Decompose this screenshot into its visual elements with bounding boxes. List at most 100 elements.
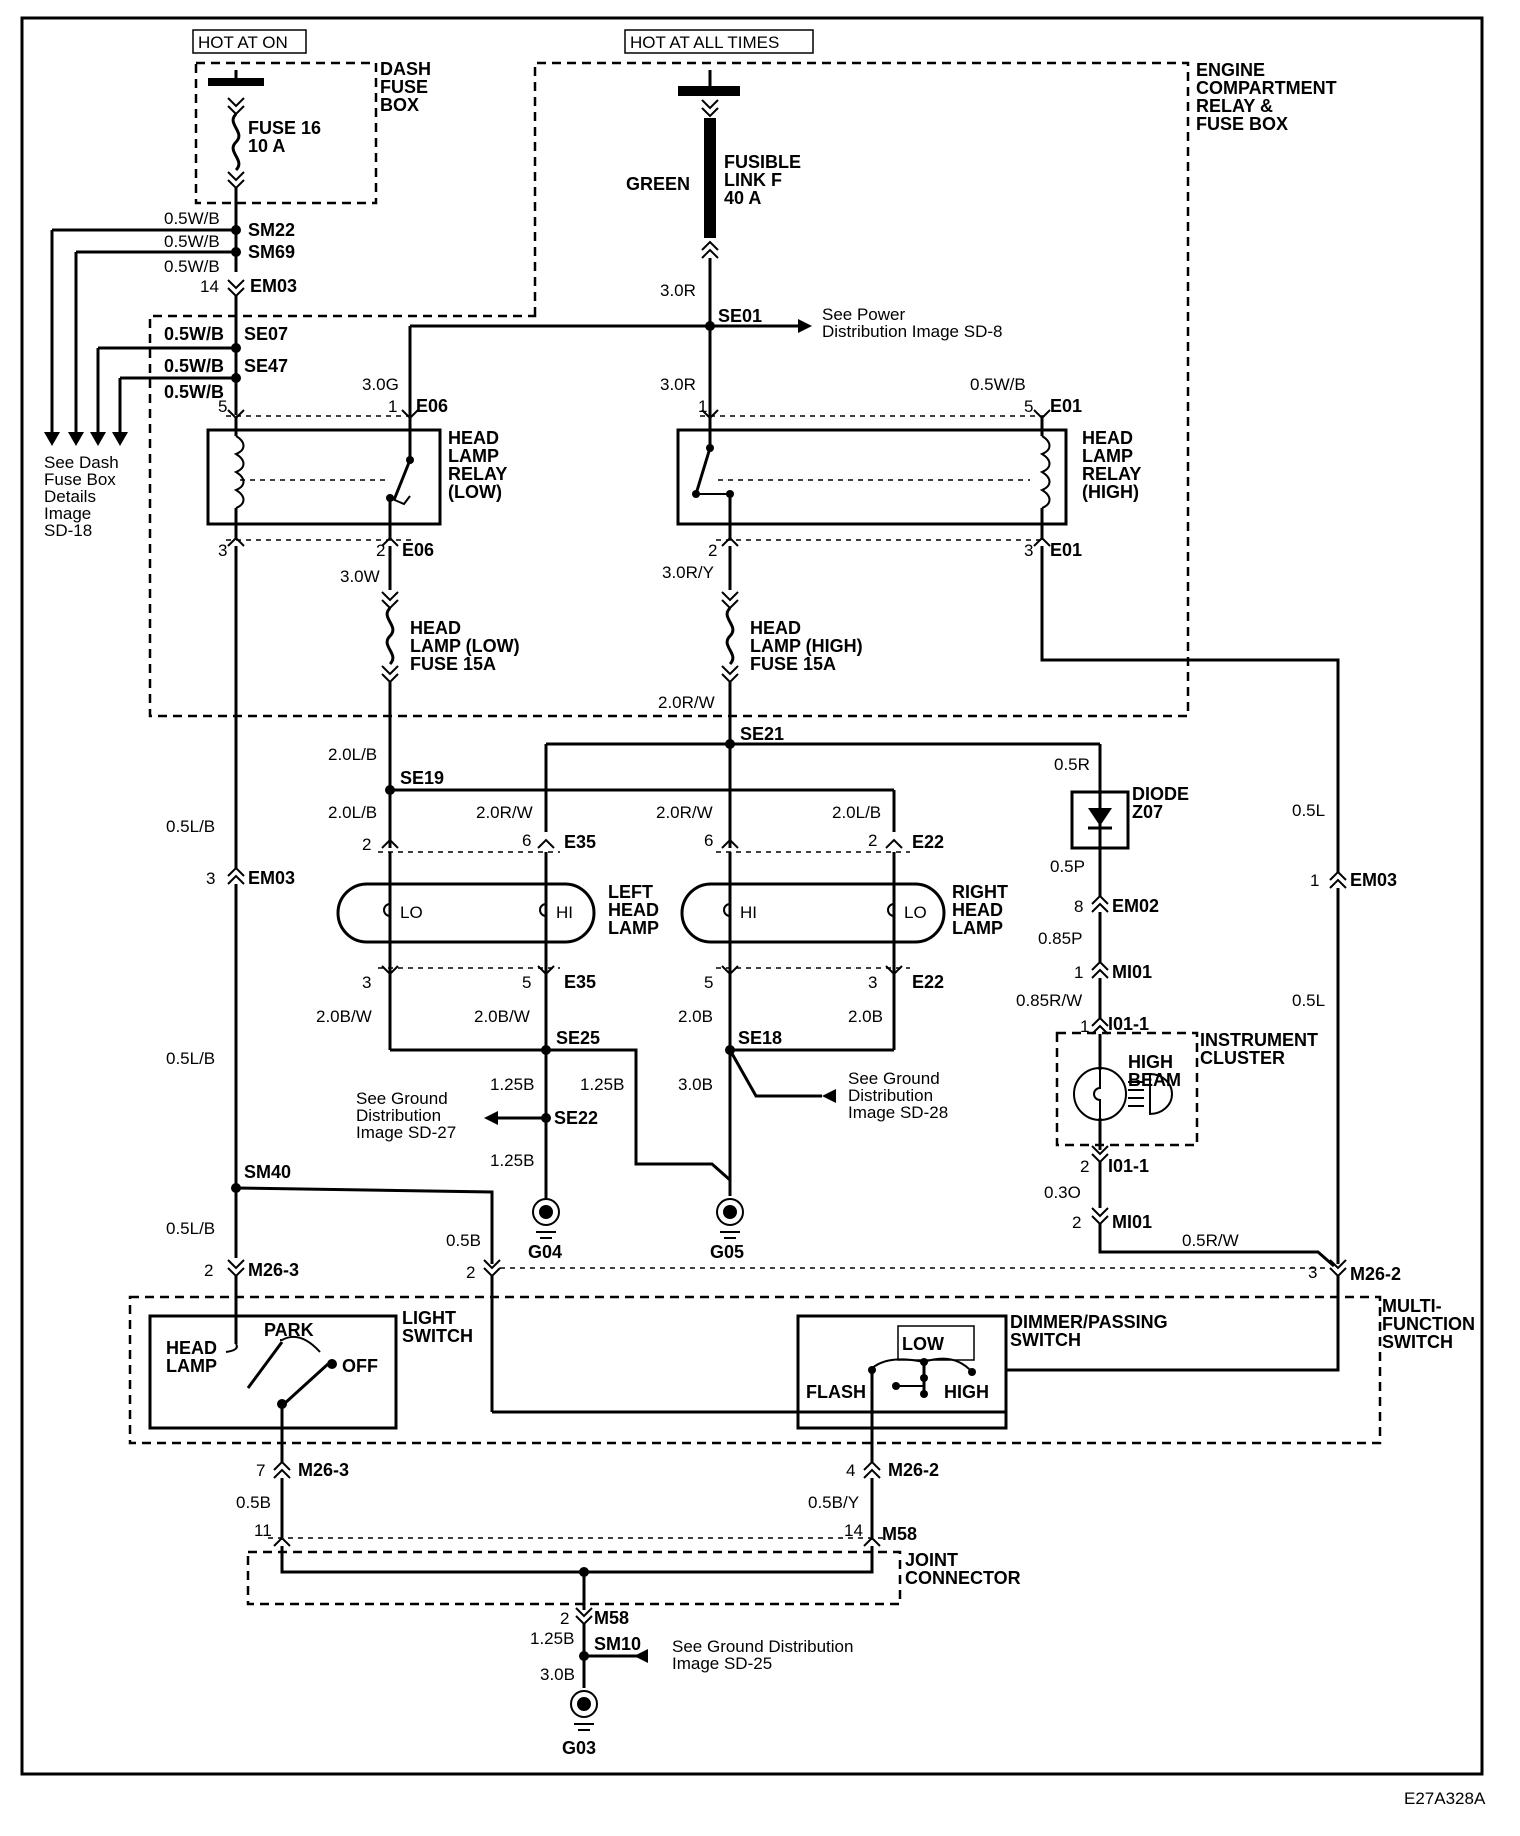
multi-function-switch-outline bbox=[128, 1295, 1382, 1445]
pin-label: 1 bbox=[1310, 871, 1319, 890]
splice-sm40: SM40 bbox=[244, 1162, 291, 1182]
dash-fuse-box-outline bbox=[194, 61, 378, 205]
wire-label: 0.85P bbox=[1038, 929, 1082, 948]
pin-label: 1 bbox=[698, 397, 707, 416]
pin-label: 5 bbox=[522, 973, 531, 992]
connector-e22: E22 bbox=[912, 832, 944, 852]
connector-mi01: MI01 bbox=[1112, 962, 1152, 982]
pin-label: 3 bbox=[206, 869, 215, 888]
svg-text:HOT AT ALL TIMES: HOT AT ALL TIMES bbox=[630, 33, 779, 52]
connector-m26-2: M26-2 bbox=[888, 1460, 939, 1480]
connector-m26-2: M26-2 bbox=[1350, 1264, 1401, 1284]
pin-label: 8 bbox=[1074, 897, 1083, 916]
connector-em03: EM03 bbox=[1350, 870, 1397, 890]
pin-label: 7 bbox=[256, 1461, 265, 1480]
wire-label: 0.5W/B bbox=[164, 324, 224, 344]
hi-filament-label: HI bbox=[556, 903, 573, 922]
wire-label: 1.25B bbox=[580, 1075, 624, 1094]
wire-label: 1.25B bbox=[530, 1629, 574, 1648]
wire-label: 2.0B bbox=[848, 1007, 883, 1026]
splice-se47: SE47 bbox=[244, 356, 288, 376]
connector-em03: EM03 bbox=[248, 868, 295, 888]
pin-label: 4 bbox=[846, 1461, 855, 1480]
ground-g05: G05 bbox=[710, 1242, 744, 1262]
wire-label: 0.5W/B bbox=[164, 356, 224, 376]
wire-label: 0.5B/Y bbox=[808, 1493, 859, 1512]
pin-label: 3 bbox=[868, 973, 877, 992]
pin-label: 11 bbox=[254, 1521, 272, 1540]
connector-m58: M58 bbox=[594, 1608, 629, 1628]
joint-connector-circuit bbox=[268, 1432, 886, 1731]
wire-label: 0.3O bbox=[1044, 1183, 1081, 1202]
svg-text:HOT AT ON: HOT AT ON bbox=[198, 33, 288, 52]
low-position-label: LOW bbox=[902, 1334, 944, 1354]
wire-label: 0.5B bbox=[236, 1493, 271, 1512]
headlamp-buses bbox=[385, 739, 1102, 832]
splice-se21: SE21 bbox=[740, 724, 784, 744]
pin-label: 2 bbox=[1080, 1157, 1089, 1176]
head-lamp-relay-high bbox=[676, 409, 1068, 547]
wire-label: 2.0B/W bbox=[474, 1007, 530, 1026]
splice-se07: SE07 bbox=[244, 324, 288, 344]
hi-filament-label: HI bbox=[740, 903, 757, 922]
pin-label: 2 bbox=[560, 1609, 569, 1628]
connector-e06: E06 bbox=[416, 396, 448, 416]
fusible-link-circuit bbox=[408, 70, 812, 420]
wire-label: 0.5L/B bbox=[166, 1049, 215, 1068]
pin-label: 2 bbox=[466, 1263, 475, 1282]
wire-label: 3.0W bbox=[340, 567, 380, 586]
light-switch bbox=[148, 1314, 1006, 1432]
wire-label: 0.85R/W bbox=[1016, 991, 1082, 1010]
connector-e22: E22 bbox=[912, 972, 944, 992]
splice-sm22: SM22 bbox=[248, 220, 295, 240]
connector-mi01: MI01 bbox=[1112, 1212, 1152, 1232]
pin-label: 1 bbox=[1080, 1017, 1089, 1036]
instrument-cluster-outline bbox=[1055, 1031, 1199, 1147]
pin-label: 3 bbox=[1308, 1263, 1317, 1282]
lo-filament-label: LO bbox=[904, 903, 927, 922]
wire-label: 0.5W/B bbox=[164, 382, 224, 402]
wire-label: 0.5R bbox=[1054, 755, 1090, 774]
wire-label: 2.0L/B bbox=[328, 745, 377, 764]
wire-label: 2.0R/W bbox=[658, 693, 715, 712]
ground-g04-circuit bbox=[484, 1048, 731, 1239]
pin-label: 14 bbox=[200, 277, 219, 296]
wire-label: 3.0R bbox=[660, 375, 696, 394]
wire-label: 0.5L/B bbox=[166, 817, 215, 836]
wire-label: 3.0G bbox=[362, 375, 399, 394]
pin-label: 2 bbox=[708, 541, 717, 560]
wire-label: 1.25B bbox=[490, 1151, 534, 1170]
splice-se22: SE22 bbox=[554, 1108, 598, 1128]
connector-e01: E01 bbox=[1050, 396, 1082, 416]
wire-label: 2.0R/W bbox=[656, 803, 713, 822]
connector-em02: EM02 bbox=[1112, 896, 1159, 916]
wire-label: 0.5L/B bbox=[166, 1219, 215, 1238]
connector-e35: E35 bbox=[564, 972, 596, 992]
diagram-frame bbox=[20, 16, 1484, 1776]
wire-label: 2.0B/W bbox=[316, 1007, 372, 1026]
connector-m26-3: M26-3 bbox=[248, 1260, 299, 1280]
connector-m26-3: M26-3 bbox=[298, 1460, 349, 1480]
high-fuse-circuit bbox=[721, 546, 739, 848]
splice-se19: SE19 bbox=[400, 768, 444, 788]
pin-label: 2 bbox=[868, 831, 877, 850]
connector-m58: M58 bbox=[882, 1524, 917, 1544]
ground-g04: G04 bbox=[528, 1242, 562, 1262]
